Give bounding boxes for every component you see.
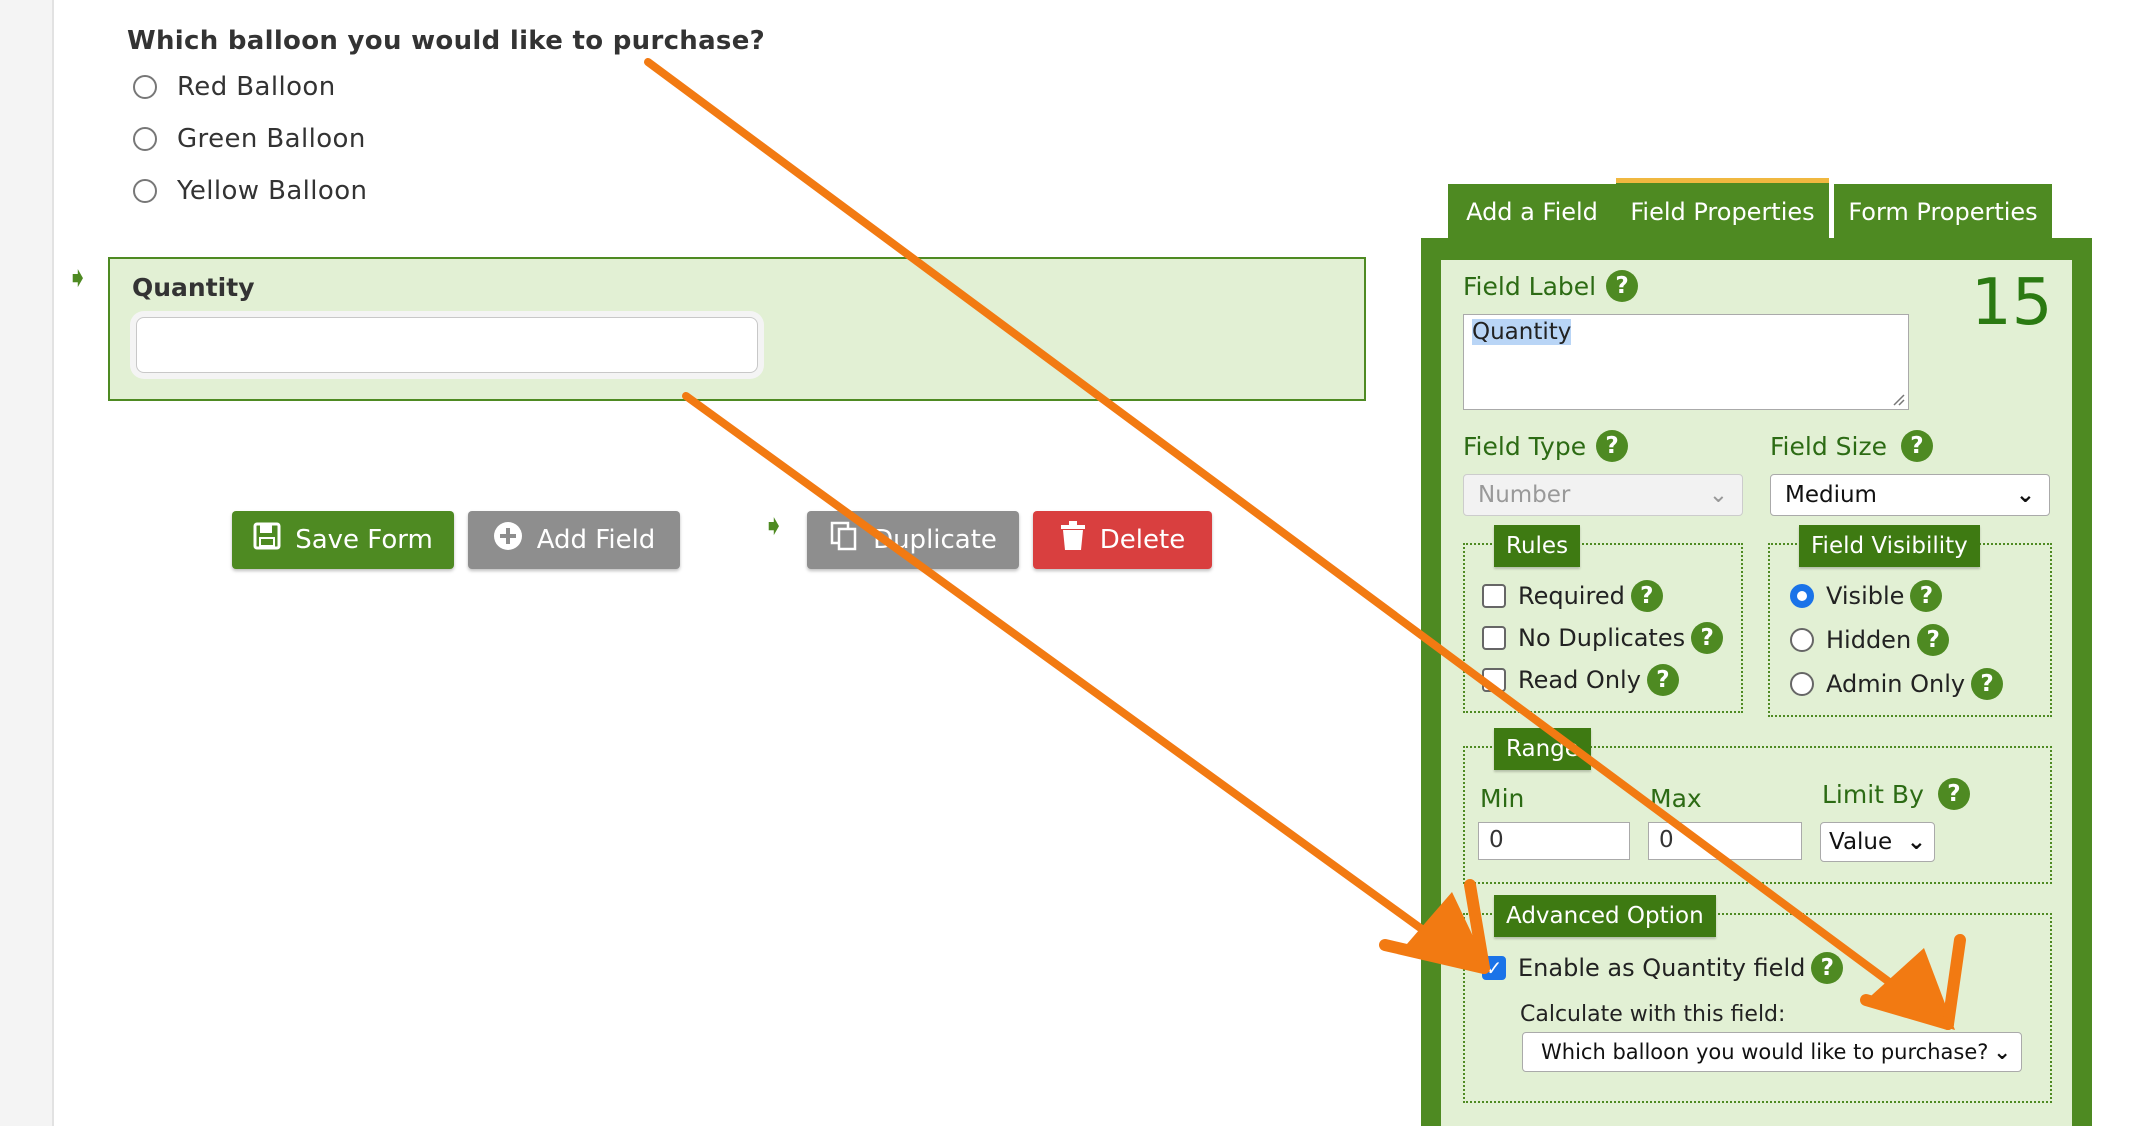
visibility-visible-label: Visible bbox=[1826, 582, 1905, 610]
advanced-option-group bbox=[1463, 913, 2052, 1103]
field-size-select[interactable]: Medium ⌄ bbox=[1770, 474, 2050, 516]
calculate-with-label: Calculate with this field: bbox=[1520, 1002, 1786, 1027]
delete-button[interactable]: Delete bbox=[1033, 511, 1212, 569]
rule-no-duplicates-label: No Duplicates bbox=[1518, 624, 1686, 652]
field-type-select[interactable]: Number ⌄ bbox=[1463, 474, 1743, 516]
field-label-title: Field Label bbox=[1463, 271, 1597, 301]
add-field-button[interactable]: Add Field bbox=[468, 511, 680, 569]
annotation-arrow-field-to-checkbox bbox=[682, 392, 1490, 974]
field-type-value: Number bbox=[1478, 482, 1571, 508]
range-min-label: Min bbox=[1480, 784, 1525, 813]
add-field-label: Add Field bbox=[536, 525, 656, 555]
radio-option-yellow[interactable]: Yellow Balloon bbox=[133, 171, 367, 211]
help-icon[interactable]: ? bbox=[1630, 580, 1663, 612]
copy-icon bbox=[829, 521, 859, 559]
limit-by-select[interactable]: Value ⌄ bbox=[1820, 822, 1935, 862]
rules-legend: Rules bbox=[1494, 525, 1581, 567]
rule-no-duplicates[interactable]: No Duplicates ? bbox=[1482, 622, 1724, 654]
help-icon[interactable]: ? bbox=[1910, 580, 1943, 612]
tab-add-field[interactable]: Add a Field bbox=[1448, 184, 1616, 240]
radio-label: Yellow Balloon bbox=[177, 176, 368, 206]
radio-label: Red Balloon bbox=[177, 72, 336, 102]
radio-button[interactable] bbox=[1790, 584, 1814, 608]
chevron-down-icon: ⌄ bbox=[1993, 1040, 2011, 1064]
visibility-admin-only-label: Admin Only bbox=[1826, 670, 1966, 698]
range-min-input[interactable]: 0 bbox=[1478, 822, 1630, 860]
trash-icon bbox=[1060, 521, 1086, 559]
help-icon[interactable]: ? bbox=[1646, 664, 1679, 696]
save-form-label: Save Form bbox=[295, 525, 433, 555]
field-label-heading: Field Label ? bbox=[1463, 270, 1639, 302]
tab-form-properties[interactable]: Form Properties bbox=[1834, 184, 2052, 240]
annotation-arrow-question-to-select bbox=[644, 58, 1966, 1030]
visibility-hidden[interactable]: Hidden ? bbox=[1790, 624, 1950, 656]
chevron-down-icon: ⌄ bbox=[1708, 482, 1728, 508]
rule-required-label: Required bbox=[1518, 582, 1625, 610]
limit-by-value: Value bbox=[1829, 829, 1893, 855]
quantity-field-label: Quantity bbox=[132, 273, 255, 302]
help-icon[interactable]: ? bbox=[1900, 430, 1933, 462]
visibility-visible[interactable]: Visible ? bbox=[1790, 580, 1943, 612]
radio-option-red[interactable]: Red Balloon bbox=[133, 67, 336, 107]
advanced-option-legend: Advanced Option bbox=[1494, 895, 1716, 937]
visibility-admin-only[interactable]: Admin Only ? bbox=[1790, 668, 2004, 700]
field-visibility-legend: Field Visibility bbox=[1799, 525, 1980, 567]
enable-quantity-label: Enable as Quantity field bbox=[1518, 954, 1806, 982]
field-number: 15 bbox=[1971, 266, 2053, 340]
visibility-hidden-label: Hidden bbox=[1826, 626, 1912, 654]
field-type-heading: Field Type ? bbox=[1463, 430, 1629, 462]
radio-option-green[interactable]: Green Balloon bbox=[133, 119, 366, 159]
field-size-value: Medium bbox=[1785, 482, 1877, 508]
checkbox[interactable] bbox=[1482, 626, 1506, 650]
tab-field-properties[interactable]: Field Properties bbox=[1616, 178, 1829, 240]
radio-button[interactable] bbox=[1790, 628, 1814, 652]
field-label-value: Quantity bbox=[1472, 319, 1572, 345]
rules-group bbox=[1463, 543, 1743, 713]
field-size-title: Field Size bbox=[1770, 431, 1887, 461]
limit-by-label: Limit By bbox=[1822, 779, 1924, 809]
help-icon[interactable]: ? bbox=[1937, 778, 1970, 810]
radio-button[interactable] bbox=[133, 179, 157, 203]
quantity-field-container[interactable]: Quantity bbox=[108, 257, 1366, 401]
arrow-pointer-icon: ➧ bbox=[762, 509, 786, 542]
arrow-pointer-icon: ➧ bbox=[66, 261, 90, 294]
rule-read-only[interactable]: Read Only ? bbox=[1482, 664, 1679, 696]
plus-circle-icon bbox=[493, 521, 523, 559]
calculate-with-select[interactable]: Which balloon you would like to purchase… bbox=[1522, 1032, 2022, 1072]
help-icon[interactable]: ? bbox=[1811, 952, 1844, 984]
delete-label: Delete bbox=[1099, 525, 1186, 555]
chevron-down-icon: ⌄ bbox=[2015, 482, 2035, 508]
radio-label: Green Balloon bbox=[177, 124, 366, 154]
help-icon[interactable]: ? bbox=[1606, 270, 1639, 302]
radio-button[interactable] bbox=[133, 75, 157, 99]
chevron-down-icon: ⌄ bbox=[1906, 829, 1926, 855]
radio-button[interactable] bbox=[133, 127, 157, 151]
rule-required[interactable]: Required ? bbox=[1482, 580, 1663, 612]
quantity-input[interactable] bbox=[136, 317, 758, 373]
field-label-textarea[interactable]: Quantity bbox=[1463, 314, 1909, 410]
resize-handle-icon[interactable] bbox=[1891, 392, 1905, 406]
rule-read-only-label: Read Only bbox=[1518, 666, 1641, 694]
help-icon[interactable]: ? bbox=[1596, 430, 1629, 462]
calculate-with-value: Which balloon you would like to purchase… bbox=[1541, 1040, 1989, 1064]
balloon-question-label: Which balloon you would like to purchase… bbox=[127, 26, 766, 56]
field-type-title: Field Type bbox=[1463, 431, 1587, 461]
checkbox[interactable] bbox=[1482, 584, 1506, 608]
field-size-heading: Field Size ? bbox=[1770, 430, 1933, 462]
limit-by-heading: Limit By ? bbox=[1822, 778, 1970, 810]
floppy-disk-icon bbox=[253, 522, 281, 558]
save-form-button[interactable]: Save Form bbox=[232, 511, 454, 569]
help-icon[interactable]: ? bbox=[1917, 624, 1950, 656]
help-icon[interactable]: ? bbox=[1971, 668, 2004, 700]
radio-button[interactable] bbox=[1790, 672, 1814, 696]
help-icon[interactable]: ? bbox=[1691, 622, 1724, 654]
